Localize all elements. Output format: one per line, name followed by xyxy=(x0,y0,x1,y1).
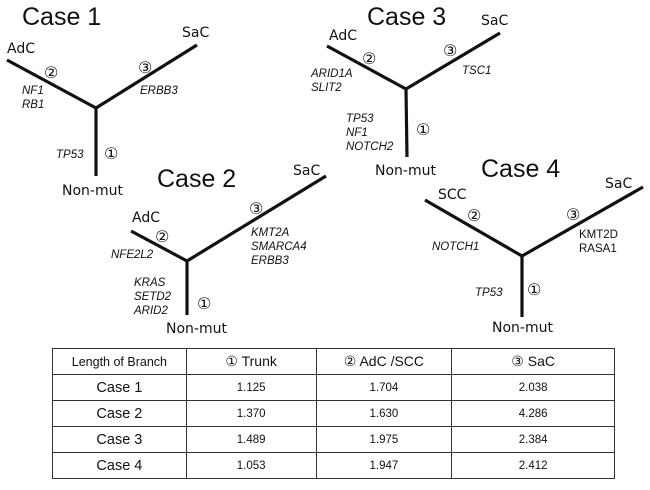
marker-left: ② xyxy=(155,227,169,246)
leaf-left-label: AdC xyxy=(7,41,35,57)
table-row: Case 4 1.053 1.947 2.412 xyxy=(52,452,615,479)
leaf-right-label: SaC xyxy=(481,13,508,29)
header-adc-scc: ② AdC /SCC xyxy=(315,348,453,375)
leaf-bottom-label: Non-mut xyxy=(492,320,553,336)
branch-left xyxy=(424,198,523,258)
gene-left-0: NF1 xyxy=(22,85,44,97)
branch-right xyxy=(521,185,644,258)
row-label: Case 2 xyxy=(52,400,187,427)
table-header-row: Length of Branch ① Trunk ② AdC /SCC ③ Sa… xyxy=(52,348,615,375)
table-row: Case 1 1.125 1.704 2.038 xyxy=(52,374,615,401)
marker-left: ② xyxy=(362,49,376,68)
marker-trunk: ① xyxy=(197,294,211,313)
cell-adc-scc: 1.975 xyxy=(315,426,453,453)
cell-sac: 2.384 xyxy=(451,426,615,453)
leaf-left-label: SCC xyxy=(438,187,467,203)
gene-right-1: SMARCA4 xyxy=(251,241,307,253)
table-row: Case 2 1.370 1.630 4.286 xyxy=(52,400,615,427)
gene-left-0: NOTCH1 xyxy=(432,241,479,253)
leaf-right-label: SaC xyxy=(605,176,632,192)
marker-right: ③ xyxy=(566,205,580,224)
cell-adc-scc: 1.704 xyxy=(315,374,453,401)
table-row: Case 3 1.489 1.975 2.384 xyxy=(52,426,615,453)
marker-left: ② xyxy=(467,206,481,225)
leaf-right-label: SaC xyxy=(182,25,209,41)
case-title: Case 3 xyxy=(367,3,446,31)
marker-trunk: ① xyxy=(104,144,118,163)
gene-left-1: RB1 xyxy=(22,99,44,111)
leaf-bottom-label: Non-mut xyxy=(375,163,436,179)
branch-right xyxy=(405,31,501,91)
header-length-of-branch: Length of Branch xyxy=(52,348,187,375)
leaf-left-label: AdC xyxy=(132,210,160,226)
cell-sac: 4.286 xyxy=(451,400,615,427)
case-title: Case 1 xyxy=(22,3,101,31)
row-label: Case 4 xyxy=(52,452,187,479)
marker-trunk: ① xyxy=(416,120,430,139)
cell-trunk: 1.489 xyxy=(185,426,317,453)
gene-left-0: NFE2L2 xyxy=(111,249,154,261)
case-title: Case 2 xyxy=(157,165,236,193)
case-1-tree: Case 1 AdC SaC ② ③ ① NF1 RB1 ERBB3 TP53 … xyxy=(6,3,209,199)
marker-trunk: ① xyxy=(527,280,541,299)
gene-right-2: ERBB3 xyxy=(251,255,289,267)
header-trunk: ① Trunk xyxy=(185,348,317,375)
case-3-tree: Case 3 AdC SaC ② ③ ① ARID1A SLIT2 TSC1 T… xyxy=(310,3,508,179)
gene-trunk-0: TP53 xyxy=(475,287,503,299)
branch-trunk xyxy=(404,88,409,158)
branch-length-table: Length of Branch ① Trunk ② AdC /SCC ③ Sa… xyxy=(52,348,615,479)
row-label: Case 1 xyxy=(52,374,187,401)
marker-left: ② xyxy=(44,63,58,82)
cell-trunk: 1.370 xyxy=(185,400,317,427)
gene-left-1: SLIT2 xyxy=(311,82,342,94)
gene-trunk-2: ARID2 xyxy=(133,305,168,317)
branch-left xyxy=(326,44,407,91)
case-title: Case 4 xyxy=(481,155,560,183)
cell-trunk: 1.125 xyxy=(185,374,317,401)
marker-right: ③ xyxy=(443,41,457,60)
leaf-right-label: SaC xyxy=(293,163,320,179)
branch-right xyxy=(95,43,198,110)
phylogenetic-trees: Case 1 AdC SaC ② ③ ① NF1 RB1 ERBB3 TP53 … xyxy=(6,3,644,337)
branch-left xyxy=(130,229,188,263)
gene-right-0: ERBB3 xyxy=(140,85,178,97)
gene-trunk-0: TP53 xyxy=(346,113,374,125)
case-4-tree: Case 4 SCC SaC ② ③ ① NOTCH1 KMT2D RASA1 … xyxy=(424,155,644,336)
marker-right: ③ xyxy=(138,58,152,77)
cell-trunk: 1.053 xyxy=(185,452,317,479)
branch-left xyxy=(6,58,97,110)
gene-trunk-1: SETD2 xyxy=(134,291,172,303)
cell-sac: 2.038 xyxy=(451,374,615,401)
row-label: Case 3 xyxy=(52,426,187,453)
gene-trunk-1: NF1 xyxy=(346,127,368,139)
gene-trunk-0: TP53 xyxy=(56,149,84,161)
cell-sac: 2.412 xyxy=(451,452,615,479)
gene-right-0: TSC1 xyxy=(462,65,491,77)
marker-right: ③ xyxy=(249,199,263,218)
gene-trunk-2: NOTCH2 xyxy=(346,141,394,153)
case-2-tree: Case 2 AdC SaC ② ③ ① NFE2L2 KMT2A SMARCA… xyxy=(111,163,327,337)
leaf-left-label: AdC xyxy=(329,28,357,44)
gene-right-1: RASA1 xyxy=(579,243,617,255)
gene-right-0: KMT2A xyxy=(251,227,290,239)
cell-adc-scc: 1.630 xyxy=(315,400,453,427)
gene-right-0: KMT2D xyxy=(579,229,618,241)
branch-right xyxy=(186,174,327,263)
leaf-bottom-label: Non-mut xyxy=(62,183,123,199)
leaf-bottom-label: Non-mut xyxy=(166,321,227,337)
gene-left-0: ARID1A xyxy=(310,68,353,80)
cell-adc-scc: 1.947 xyxy=(315,452,453,479)
gene-trunk-0: KRAS xyxy=(134,277,166,289)
header-sac: ③ SaC xyxy=(451,348,615,375)
